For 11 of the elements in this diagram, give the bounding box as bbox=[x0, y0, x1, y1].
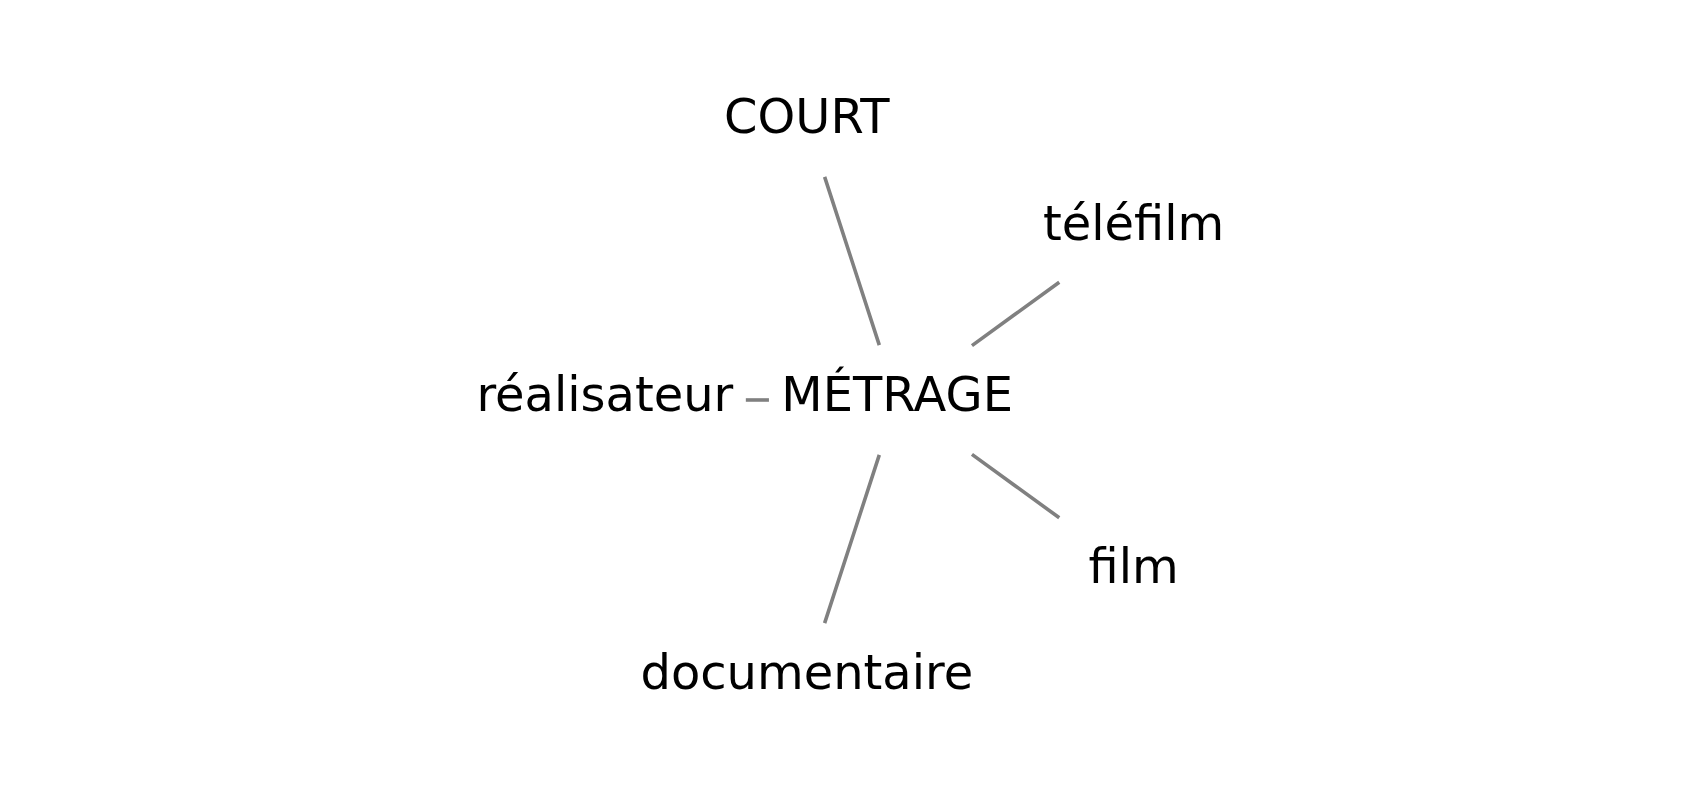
connector bbox=[745, 398, 769, 402]
connector bbox=[822, 454, 881, 624]
node-text: documentaire bbox=[639, 644, 973, 701]
connector bbox=[970, 280, 1060, 348]
node-text: réalisateur bbox=[475, 366, 733, 423]
node-text: téléfilm bbox=[1042, 194, 1224, 251]
node-text: COURT bbox=[723, 88, 890, 145]
connector bbox=[970, 452, 1060, 520]
node-text: MÉTRAGE bbox=[780, 366, 1013, 423]
connector bbox=[822, 176, 881, 346]
node-text: film bbox=[1087, 538, 1179, 595]
